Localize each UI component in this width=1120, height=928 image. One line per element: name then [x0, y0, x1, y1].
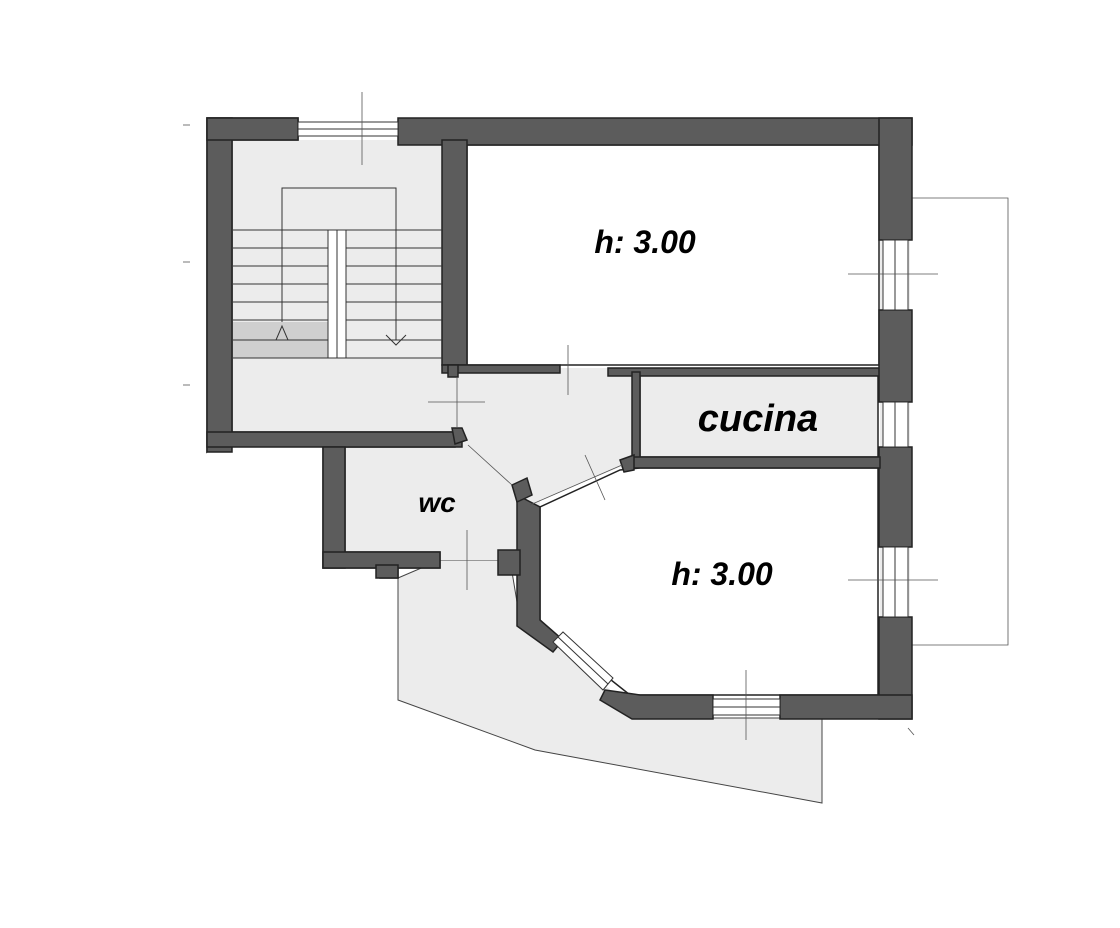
- wall-bottom-right: [779, 694, 913, 720]
- wall-bay-stub: [497, 549, 521, 576]
- wall-left: [206, 117, 233, 453]
- wall-door-jamb: [511, 476, 533, 504]
- wall-kitchen-left: [631, 371, 641, 463]
- wall-top-room-bottom: [441, 364, 561, 374]
- wall-jamb-stair: [451, 427, 469, 445]
- wall-right-3: [878, 446, 913, 548]
- wall-jamb-kitchen: [619, 453, 635, 473]
- room-top: [466, 144, 880, 366]
- wall-right-1: [878, 117, 913, 241]
- wall-wc-stub: [375, 564, 399, 579]
- wc-floor: [345, 447, 440, 552]
- wall-top-left: [206, 117, 299, 141]
- wall-kitchen-bottom: [631, 456, 881, 469]
- room-bottom-height: h: 3.00: [671, 556, 773, 592]
- staircase: [233, 187, 442, 359]
- wall-stair-bottom: [206, 431, 463, 448]
- kitchen-room: [639, 374, 879, 458]
- wc-label: wc: [418, 487, 456, 518]
- balcony-outline: [912, 197, 1009, 646]
- room-top-height: h: 3.00: [594, 224, 696, 260]
- wall-right-2: [878, 309, 913, 403]
- wall-bottom-diagonal: [599, 689, 714, 720]
- wall-jamb-stair2: [447, 364, 459, 378]
- kitchen-label: cucina: [698, 398, 818, 440]
- wall-top-right: [397, 117, 913, 146]
- wall-wc-left: [322, 446, 346, 569]
- wall-stair-divider: [441, 139, 468, 366]
- wall-top-room-bottom-right: [607, 367, 881, 377]
- hallway-floor: [440, 368, 632, 560]
